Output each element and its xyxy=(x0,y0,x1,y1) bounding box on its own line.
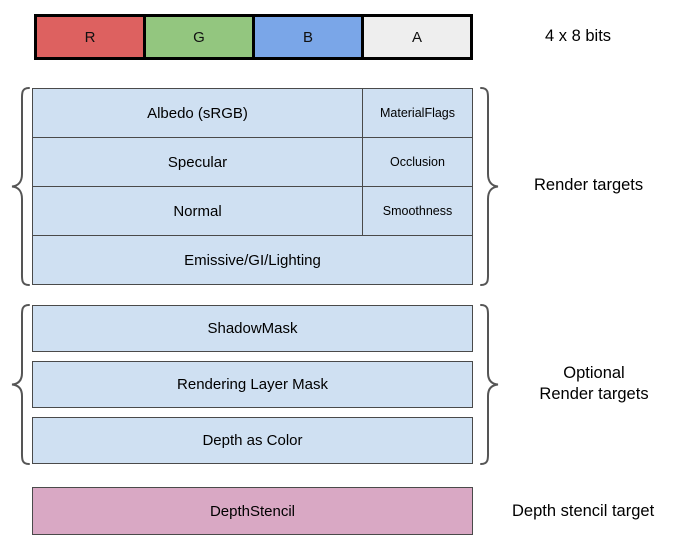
optional-targets-left-brace xyxy=(10,303,32,466)
render-target-specular-main: Specular xyxy=(33,138,363,186)
depth-stencil-box: DepthStencil xyxy=(32,487,473,535)
rgba-channel-a-label: A xyxy=(411,28,422,46)
render-targets-left-brace xyxy=(10,86,32,287)
render-target-specular-alpha-label: Occlusion xyxy=(390,155,445,169)
rgba-channel-g-label: G xyxy=(193,28,205,46)
rgba-bits-label: 4 x 8 bits xyxy=(545,27,612,45)
render-target-emissive-main: Emissive/GI/Lighting xyxy=(33,236,472,284)
render-target-row-emissive: Emissive/GI/Lighting xyxy=(33,236,472,284)
rgba-channel-bar: R G B A xyxy=(34,14,473,60)
render-target-row-normal: Normal Smoothness xyxy=(33,187,472,236)
render-target-row-specular: Specular Occlusion xyxy=(33,138,472,187)
render-target-normal-main: Normal xyxy=(33,187,363,235)
render-target-normal-label: Normal xyxy=(173,202,222,220)
depth-stencil-label: DepthStencil xyxy=(209,502,296,520)
render-target-albedo-label: Albedo (sRGB) xyxy=(147,104,248,122)
rgba-channel-b-label: B xyxy=(302,28,313,46)
render-targets-right-brace xyxy=(478,86,500,287)
render-target-albedo-alpha: MaterialFlags xyxy=(363,89,472,137)
optional-target-shadowmask: ShadowMask xyxy=(32,305,473,352)
optional-targets-side-label: Optional Render targets xyxy=(539,364,649,403)
optional-target-depth-as-color: Depth as Color xyxy=(32,417,473,464)
rgba-channel-r-label: R xyxy=(84,28,96,46)
render-target-emissive-label: Emissive/GI/Lighting xyxy=(184,251,321,269)
optional-target-rendering-layer-mask-label: Rendering Layer Mask xyxy=(177,376,328,393)
render-targets-table: Albedo (sRGB) MaterialFlags Specular Occ… xyxy=(32,88,473,285)
rgba-channel-g: G xyxy=(146,17,255,57)
rgba-channel-r: R xyxy=(37,17,146,57)
render-target-specular-alpha: Occlusion xyxy=(363,138,472,186)
render-target-albedo-alpha-label: MaterialFlags xyxy=(379,106,456,120)
depth-stencil-side-label: Depth stencil target xyxy=(512,502,655,520)
render-target-normal-alpha-label: Smoothness xyxy=(382,204,453,218)
optional-target-depth-as-color-label: Depth as Color xyxy=(202,432,303,449)
rgba-channel-b: B xyxy=(255,17,364,57)
render-target-normal-alpha: Smoothness xyxy=(363,187,472,235)
render-targets-side-label: Render targets xyxy=(534,176,644,194)
optional-targets-right-brace xyxy=(478,303,500,466)
optional-target-rendering-layer-mask: Rendering Layer Mask xyxy=(32,361,473,408)
rgba-channel-a: A xyxy=(364,17,470,57)
render-target-albedo-main: Albedo (sRGB) xyxy=(33,89,363,137)
optional-target-shadowmask-label: ShadowMask xyxy=(207,320,298,337)
render-target-specular-label: Specular xyxy=(167,153,228,171)
render-target-row-albedo: Albedo (sRGB) MaterialFlags xyxy=(33,89,472,138)
